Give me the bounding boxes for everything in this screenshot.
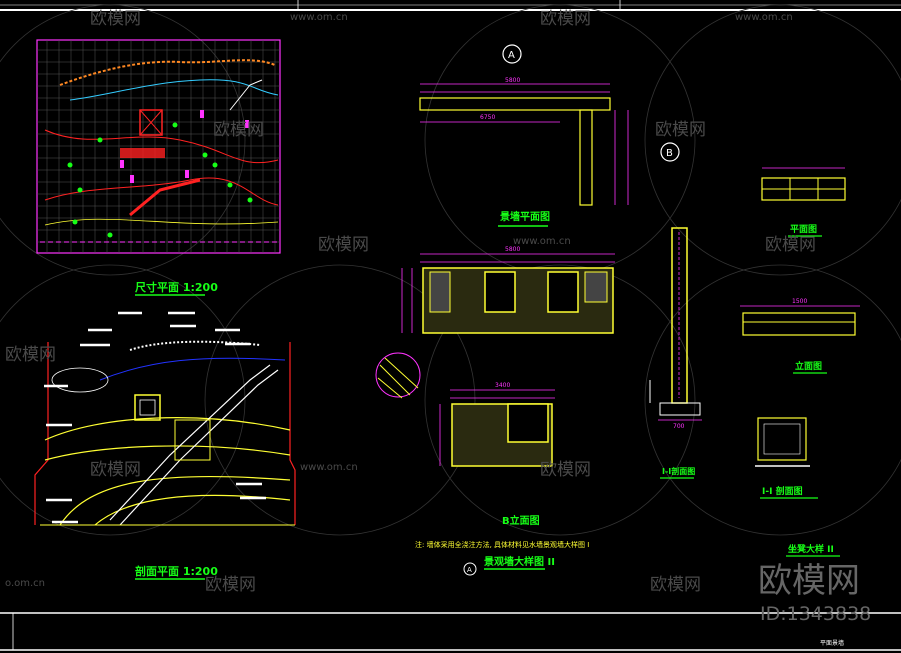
wall-elevation-drawing: 5800: [375, 246, 615, 399]
seat-detail-label: 坐凳大样 II: [788, 543, 834, 555]
index-plan: [34, 311, 296, 526]
wall-plan-drawing: A B 5800 6750: [419, 44, 680, 206]
wall-section-drawing: 700: [649, 227, 702, 430]
b-elevation-drawing: 3400: [439, 382, 555, 467]
watermark-brand-1: 欧模网: [90, 9, 141, 29]
top-total-dim: 5800: [505, 77, 520, 84]
elev-view-label: 立面图: [795, 360, 822, 372]
brand-watermarks: 欧模网 欧模网 www.om.cn www.om.cn 欧模网 欧模网 欧模网 …: [5, 9, 871, 625]
watermark-id: ID:1343838: [760, 603, 871, 625]
section-11-label: I-I 剖面图: [762, 485, 803, 497]
wall-plan-label: 景墙平面图: [500, 210, 550, 223]
note-text: 注: 墙体采用全浇注方法, 具体材料见水墙景观墙大样图 I: [415, 540, 589, 549]
b-elevation-label: B立面图: [502, 514, 540, 527]
site-plan-grid: [36, 39, 281, 254]
b-total-dim: 3400: [495, 382, 510, 389]
watermark-brand-9: 欧模网: [540, 460, 591, 480]
title-block-text: 平面景墙: [820, 639, 844, 647]
watermark-brand-11: 欧模网: [650, 575, 701, 595]
marker-small: A: [467, 566, 472, 574]
marker-a: A: [508, 50, 515, 61]
section-1-label: I-I剖面图: [662, 466, 695, 476]
watermark-brand-3: 欧模网: [213, 120, 264, 140]
watermark-site-3: www.om.cn: [513, 236, 571, 247]
elev-total-dim: 5800: [505, 246, 520, 253]
circle-watermarks: [0, 4, 901, 536]
seat-plan-drawing: [761, 167, 846, 201]
watermark-brand-6: 欧模网: [765, 235, 816, 255]
top-sub-dim: 6750: [480, 114, 495, 121]
seat-elev-drawing: 1500: [740, 298, 860, 336]
watermark-brand-5: 欧模网: [318, 235, 369, 255]
size-plan-label: 尺寸平面 1:200: [135, 280, 218, 294]
watermark-brand-4: 欧模网: [655, 120, 706, 140]
watermark-site-5: o.om.cn: [5, 578, 45, 589]
watermark-big-brand: 欧模网: [758, 561, 860, 601]
watermark-brand-8: 欧模网: [90, 460, 141, 480]
plan-view-label: 平面图: [790, 224, 817, 235]
detail-title-label: 景观墙大样图 II: [484, 555, 555, 568]
watermark-site-1: www.om.cn: [735, 12, 793, 23]
seat-elev-dim: 1500: [792, 298, 807, 305]
watermark-brand-2: 欧模网: [540, 9, 591, 29]
seat-section-drawing: [755, 417, 810, 467]
sec-dim: 700: [673, 423, 685, 430]
watermark-site-2: www.om.cn: [290, 12, 348, 23]
index-plan-label: 剖面平面 1:200: [135, 564, 218, 578]
watermark-brand-7: 欧模网: [5, 345, 56, 365]
watermark-brand-10: 欧模网: [205, 575, 256, 595]
marker-b: B: [666, 148, 673, 159]
watermark-site-4: www.om.cn: [300, 462, 358, 473]
